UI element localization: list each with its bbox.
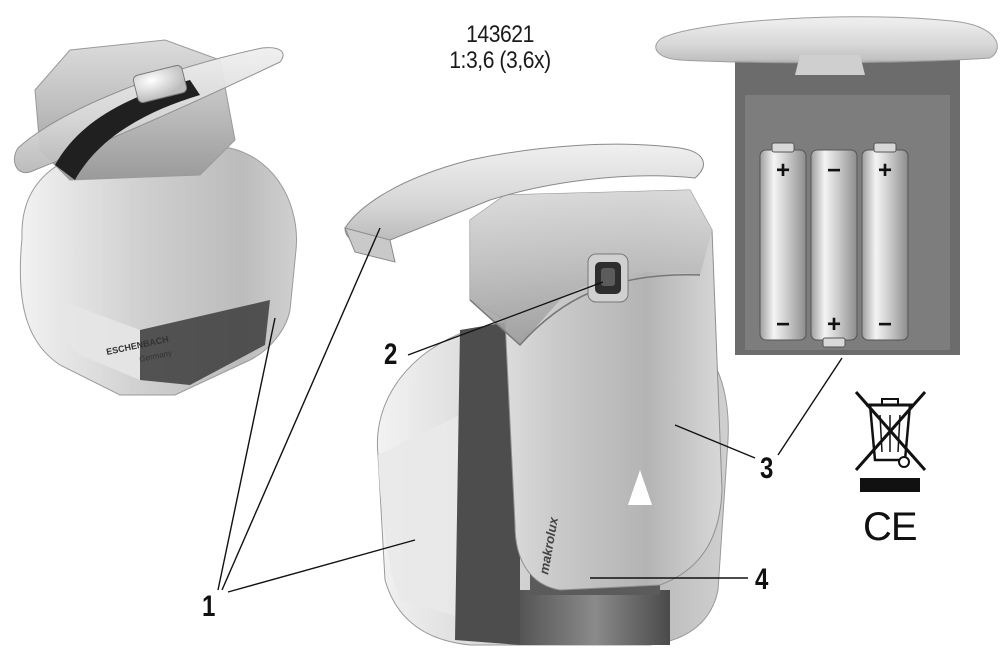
battery-2-bottom-polarity: + (827, 311, 841, 338)
battery-1-bottom-polarity: − (776, 311, 790, 338)
callout-4: 4 (755, 563, 769, 596)
leader-2 (407, 281, 604, 356)
battery-2-top-polarity: − (827, 157, 841, 184)
magnification-label: 1:3,6 (3,6x) (449, 47, 551, 74)
battery-2: − + (810, 149, 858, 348)
model-info: 143621 1:3,6 (3,6x) (380, 22, 620, 74)
battery-compartment: + − − + + − (655, 16, 998, 355)
callout-1: 1 (202, 590, 216, 623)
model-number: 143621 (466, 21, 534, 48)
battery-3-bottom-polarity: − (878, 311, 892, 338)
leader-1c (227, 539, 416, 593)
left-magnifier-device: ESCHENBACH Germany (14, 39, 297, 396)
battery-3-top-polarity: + (878, 157, 892, 184)
battery-1-top-polarity: + (776, 157, 790, 184)
leader-1b (221, 227, 381, 591)
center-magnifier-device: makrolux (344, 143, 729, 646)
battery-3: + − (861, 142, 909, 341)
callout-3: 3 (760, 452, 774, 485)
leader-3b (777, 357, 843, 456)
battery-1: + − (759, 142, 807, 341)
leader-1a (217, 317, 276, 591)
leader-3a (674, 424, 756, 459)
crossed-out-wheelie-bin-icon (854, 391, 927, 492)
leader-lines (217, 227, 843, 593)
ce-mark: CE (863, 505, 917, 549)
callout-2: 2 (384, 338, 398, 371)
